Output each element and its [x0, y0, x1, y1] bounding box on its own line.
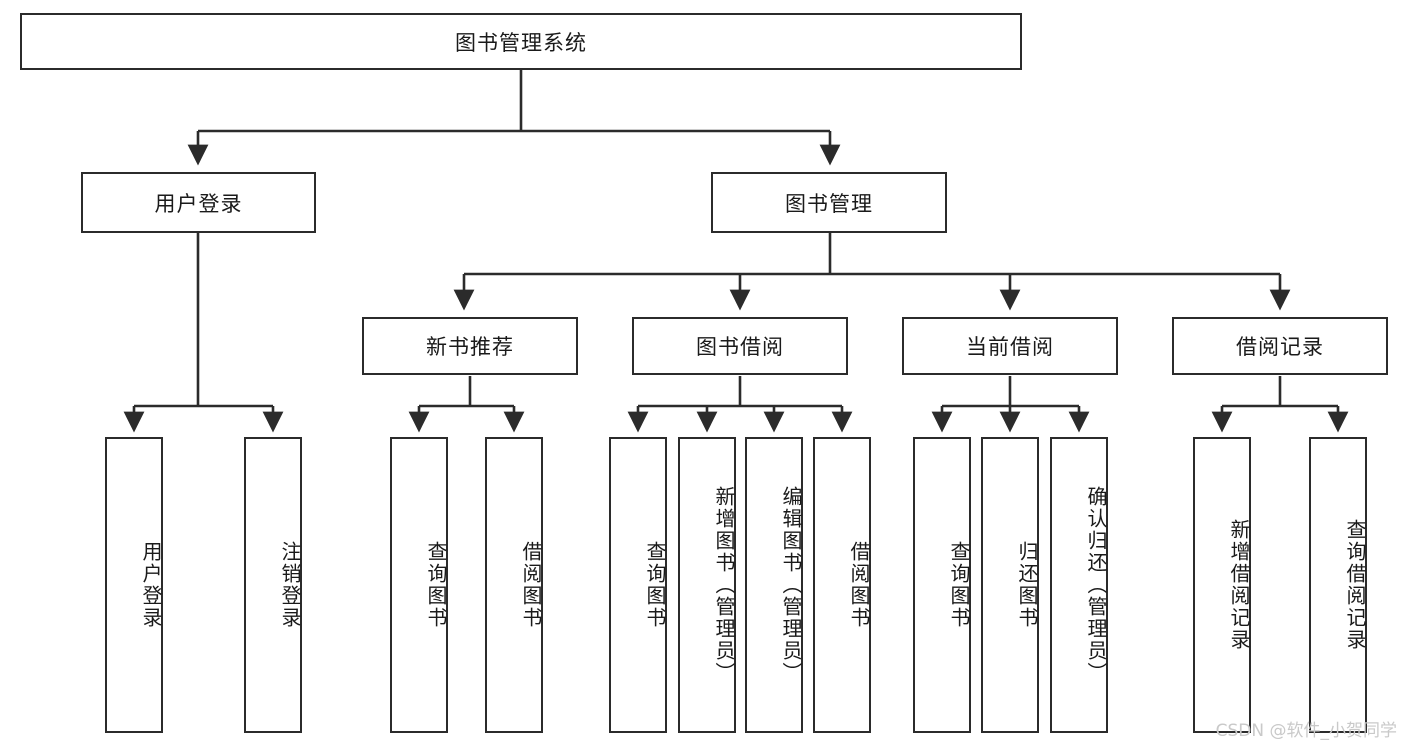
leaf-query-book-2[interactable]: 查询图书 [609, 437, 667, 733]
leaf-login-label: 用户登录 [139, 541, 163, 629]
leaf-add-book-label: 新增图书（管理员） [712, 486, 736, 684]
node-root[interactable]: 图书管理系统 [20, 13, 1022, 70]
node-current-borrow-label: 当前借阅 [966, 335, 1054, 359]
node-book-management[interactable]: 图书管理 [711, 172, 947, 233]
node-book-management-label: 图书管理 [785, 191, 873, 216]
leaf-query-book-1[interactable]: 查询图书 [390, 437, 448, 733]
leaf-confirm-return[interactable]: 确认归还（管理员） [1050, 437, 1108, 733]
watermark: CSDN @软件_小贺同学 [1215, 721, 1397, 741]
node-borrow-record[interactable]: 借阅记录 [1172, 317, 1388, 375]
node-book-borrow[interactable]: 图书借阅 [632, 317, 848, 375]
leaf-logout-label: 注销登录 [278, 541, 302, 629]
leaf-login[interactable]: 用户登录 [105, 437, 163, 733]
leaf-confirm-return-label: 确认归还（管理员） [1084, 486, 1108, 684]
leaf-borrow-book-2[interactable]: 借阅图书 [813, 437, 871, 733]
leaf-query-book-3-label: 查询图书 [947, 541, 971, 629]
leaf-add-record-label: 新增借阅记录 [1227, 519, 1251, 651]
node-user-login-label: 用户登录 [154, 191, 243, 216]
node-borrow-record-label: 借阅记录 [1236, 335, 1324, 359]
leaf-borrow-book-1[interactable]: 借阅图书 [485, 437, 543, 733]
leaf-logout[interactable]: 注销登录 [244, 437, 302, 733]
leaf-borrow-book-1-label: 借阅图书 [519, 541, 543, 629]
leaf-query-record-label: 查询借阅记录 [1343, 519, 1367, 651]
node-current-borrow[interactable]: 当前借阅 [902, 317, 1118, 375]
leaf-query-book-1-label: 查询图书 [424, 541, 448, 629]
leaf-borrow-book-2-label: 借阅图书 [847, 541, 871, 629]
node-new-book-recommend[interactable]: 新书推荐 [362, 317, 578, 375]
node-user-login[interactable]: 用户登录 [81, 172, 316, 233]
leaf-add-book[interactable]: 新增图书（管理员） [678, 437, 736, 733]
node-new-book-recommend-label: 新书推荐 [426, 335, 514, 359]
leaf-add-record[interactable]: 新增借阅记录 [1193, 437, 1251, 733]
leaf-query-record[interactable]: 查询借阅记录 [1309, 437, 1367, 733]
leaf-query-book-2-label: 查询图书 [643, 541, 667, 629]
leaf-edit-book-label: 编辑图书（管理员） [779, 486, 803, 684]
leaf-return-book-label: 归还图书 [1015, 541, 1039, 629]
leaf-edit-book[interactable]: 编辑图书（管理员） [745, 437, 803, 733]
leaf-return-book[interactable]: 归还图书 [981, 437, 1039, 733]
node-root-label: 图书管理系统 [455, 30, 587, 55]
leaf-query-book-3[interactable]: 查询图书 [913, 437, 971, 733]
node-book-borrow-label: 图书借阅 [696, 335, 784, 359]
